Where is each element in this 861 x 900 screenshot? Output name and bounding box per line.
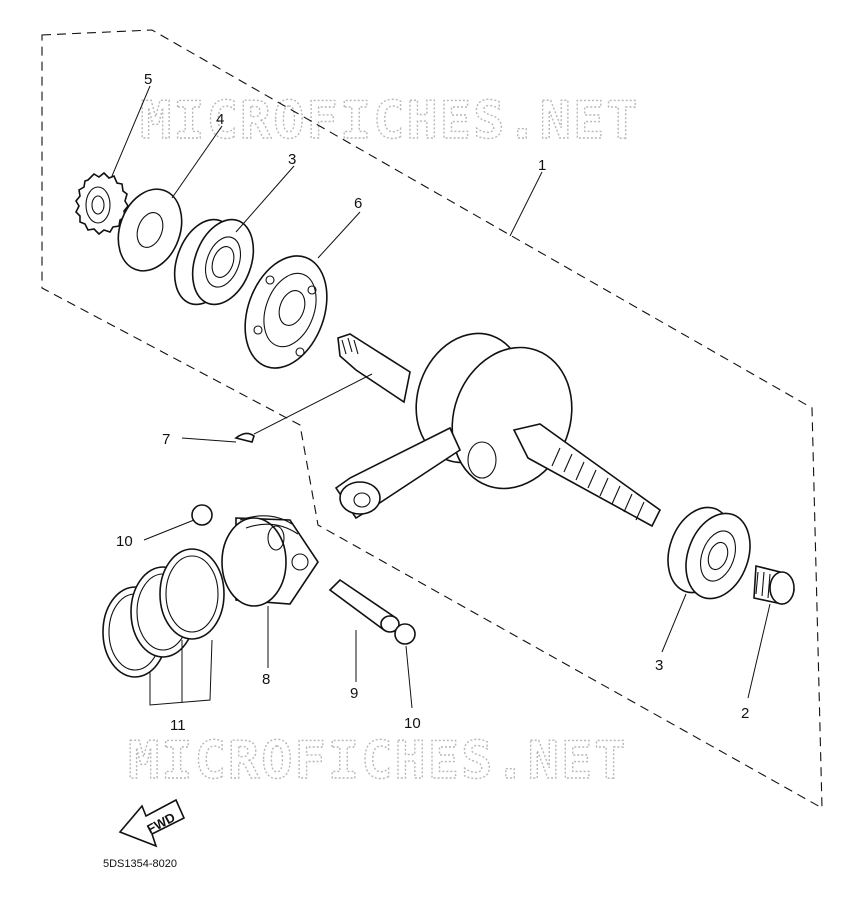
callout-8: 8 xyxy=(262,671,270,688)
forward-arrow: FWD xyxy=(118,798,186,848)
callout-2: 2 xyxy=(741,705,749,722)
callout-6: 6 xyxy=(354,195,362,212)
callout-3-lower: 3 xyxy=(655,657,663,674)
washer-plate xyxy=(117,188,183,272)
woodruff-key xyxy=(234,432,255,443)
leader-lines xyxy=(111,85,771,709)
bearing-upper xyxy=(173,218,255,306)
callout-7: 7 xyxy=(162,431,170,448)
callout-5: 5 xyxy=(144,71,152,88)
piston-rings xyxy=(102,548,225,678)
callout-9: 9 xyxy=(350,685,358,702)
callout-10-upper: 10 xyxy=(116,533,133,550)
needle-bearing xyxy=(753,564,796,605)
watermark-bottom: MICROFICHES.NET xyxy=(128,731,628,791)
circlip-lower xyxy=(394,623,416,645)
circlip-upper xyxy=(191,504,213,526)
oil-seal xyxy=(244,255,328,369)
sprocket-gear xyxy=(75,171,129,236)
callout-3-upper: 3 xyxy=(288,151,296,168)
callout-1: 1 xyxy=(538,157,546,174)
callout-10-lower: 10 xyxy=(404,715,421,732)
diagram-code: 5DS1354-8020 xyxy=(103,858,177,870)
assembly-boundary xyxy=(41,29,823,809)
watermark-top: MICROFICHES.NET xyxy=(140,91,640,151)
piston xyxy=(221,515,319,607)
piston-pin xyxy=(328,578,400,633)
bearing-lower xyxy=(667,506,751,600)
callout-11: 11 xyxy=(170,717,186,734)
crankshaft xyxy=(334,332,662,528)
callout-4: 4 xyxy=(216,111,224,128)
